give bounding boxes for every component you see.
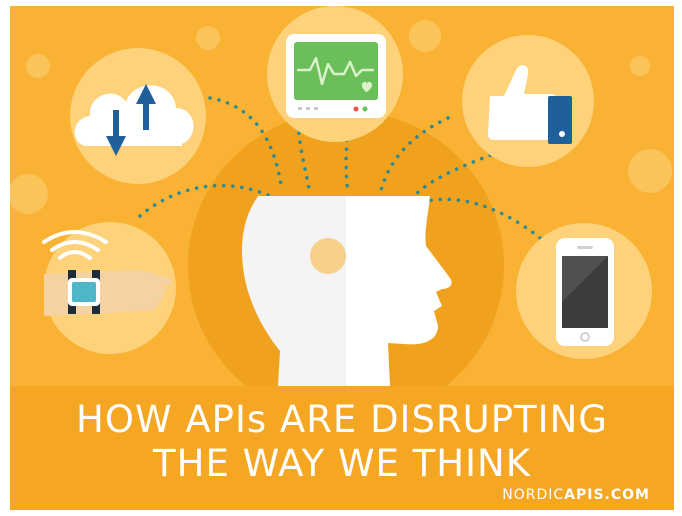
heart-monitor-icon [267,6,403,142]
brand-logo-text: NORDICAPIS.COM [502,487,650,503]
smartphone-icon [516,223,652,359]
illustration [10,6,672,386]
cloud-sync-icon [70,48,206,184]
thumbs-up-icon [462,35,594,167]
title-banner [10,386,674,510]
smartwatch-icon [42,222,176,354]
brand-bold: APIS.COM [564,487,650,503]
background-circles [10,20,672,214]
head-icon [242,196,452,386]
headline-line-2: THE WAY WE THINK [153,442,531,485]
poster: HOW APIs ARE DISRUPTING THE WAY WE THINK… [10,6,674,510]
headline-line-1: HOW APIs ARE DISRUPTING [76,398,608,441]
brand-light: NORDIC [502,487,565,503]
